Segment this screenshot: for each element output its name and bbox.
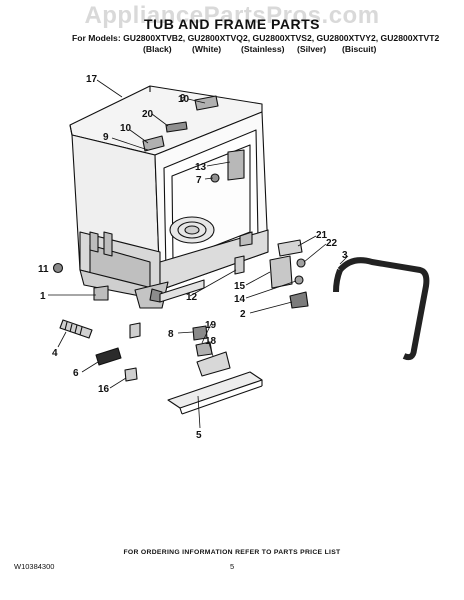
bracket-part-20 [165,121,188,133]
callout-labels: 17 9 20 10 9 10 13 7 21 22 3 11 1 12 15 … [38,74,348,441]
color-label-white: (White) [192,44,222,54]
callout-8: 8 [168,329,174,340]
callout-7: 7 [196,175,202,186]
mount-bracket-top-right [194,95,219,111]
color-label-biscuit: (Biscuit) [342,44,377,54]
color-label-stainless: (Stainless) [241,44,285,54]
part-18 [196,351,231,377]
page-number: 5 [230,562,235,571]
nut-part-22 [296,258,306,268]
part-6 [95,347,122,366]
callout-4: 4 [52,348,58,359]
callout-5: 5 [196,430,202,441]
callout-13: 13 [195,162,207,173]
callout-9-top: 9 [180,93,186,104]
bracket-part-21 [277,239,303,257]
callout-14: 14 [234,294,246,305]
callout-3: 3 [342,250,348,261]
color-label-black: (Black) [143,44,172,54]
tub-frame-assembly [69,85,269,309]
callout-16: 16 [98,384,110,395]
clip-part-2 [289,291,309,309]
watermark: AppliancePartsPros.com [84,2,380,29]
fastener-part-11 [52,262,64,274]
callout-22: 22 [326,238,338,249]
nut-part-14 [294,275,304,285]
callout-6: 6 [73,368,79,379]
part-8 [192,325,208,341]
bracket-part-15 [269,255,293,289]
callout-19: 19 [205,320,217,331]
diagram-title: TUB AND FRAME PARTS [144,16,320,32]
leg-part-12 [234,255,245,275]
callout-11: 11 [38,264,49,275]
callout-9-left: 9 [103,132,109,143]
callout-17: 17 [86,74,98,85]
callout-2: 2 [240,309,246,320]
callout-20: 20 [142,109,154,120]
color-label-silver: (Silver) [297,44,327,54]
hinge-bracket [227,149,245,181]
callout-10-top: 10 [178,94,190,105]
ordering-info-note: FOR ORDERING INFORMATION REFER TO PARTS … [123,549,341,556]
models-label: For Models: GU2800XTVB2, GU2800XTVQ2, GU… [72,33,440,43]
callout-18: 18 [205,336,217,347]
mount-bracket-top-left [142,135,165,152]
callout-10-left: 10 [120,123,132,134]
leg-left [129,322,141,339]
leader-lines [48,79,349,429]
callout-12: 12 [186,292,198,303]
callout-1: 1 [40,291,46,302]
callout-21: 21 [316,230,328,241]
callout-15: 15 [234,281,246,292]
document-number: W10384300 [14,562,55,571]
clip-part-16 [124,367,138,382]
door-gasket-part-3 [337,257,430,361]
